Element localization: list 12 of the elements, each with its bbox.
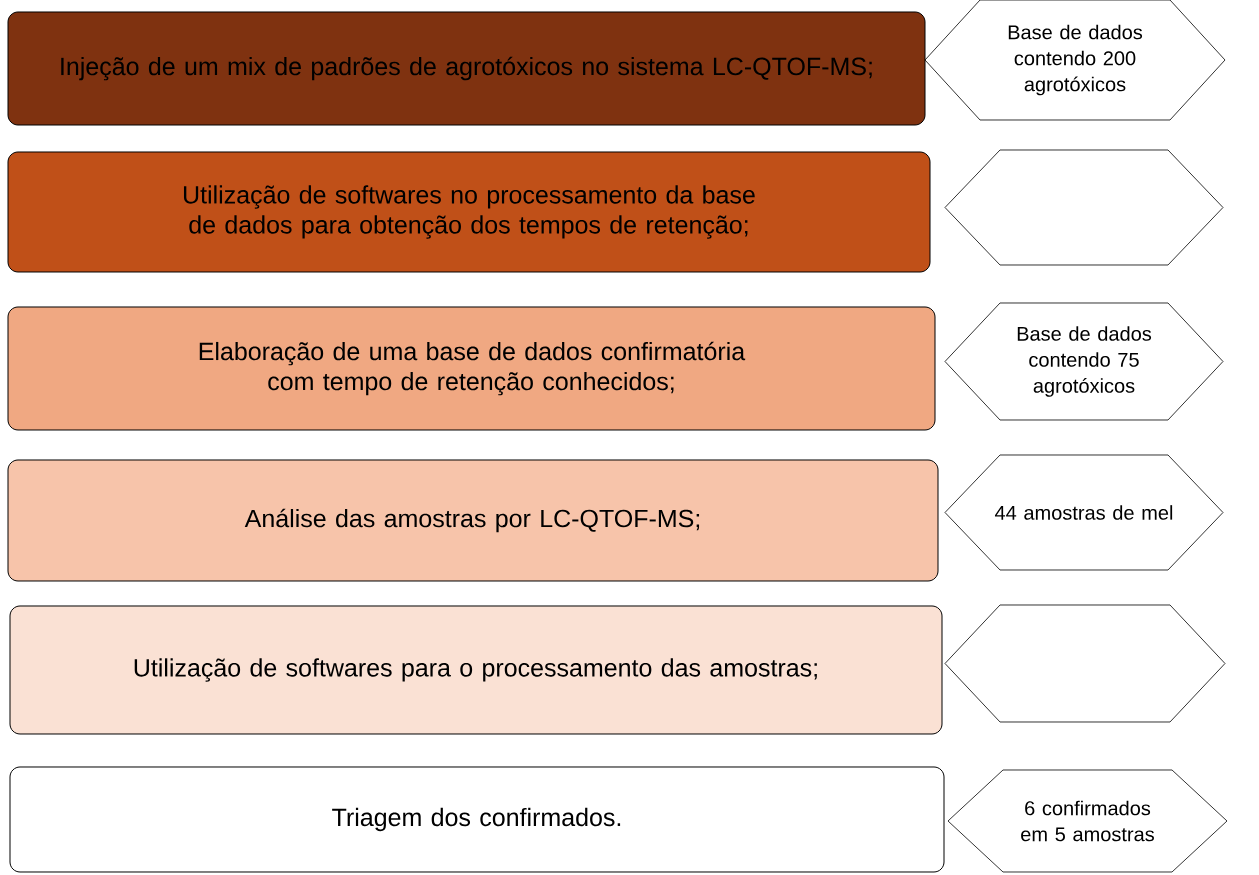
step-box: Injeção de um mix de padrões de agrotóxicos no sistema LC-QTOF-MS;	[7, 11, 926, 126]
step-box: Elaboração de uma base de dados confirmatória com tempo de retenção conhecidos;	[7, 306, 936, 431]
hexagon-box: 44 amostras de mel	[944, 454, 1224, 571]
hexagon-box: 6 confirmados em 5 amostras	[947, 769, 1228, 873]
step-box: Análise das amostras por LC-QTOF-MS;	[7, 459, 939, 582]
hexagon	[944, 604, 1226, 723]
step-box: Utilização de softwares no processamento da base de dados para obtenção dos tempos de retenção;	[7, 151, 931, 273]
step-box: Triagem dos confirmados.	[9, 766, 945, 873]
step-box: Utilização de softwares para o processamento das amostras;	[9, 605, 943, 735]
hexagon-box: Base de dados contendo 200 agrotóxicos	[924, 0, 1226, 121]
hexagon	[944, 149, 1224, 266]
hexagon-box: Base de dados contendo 75 agrotóxicos	[944, 302, 1224, 421]
